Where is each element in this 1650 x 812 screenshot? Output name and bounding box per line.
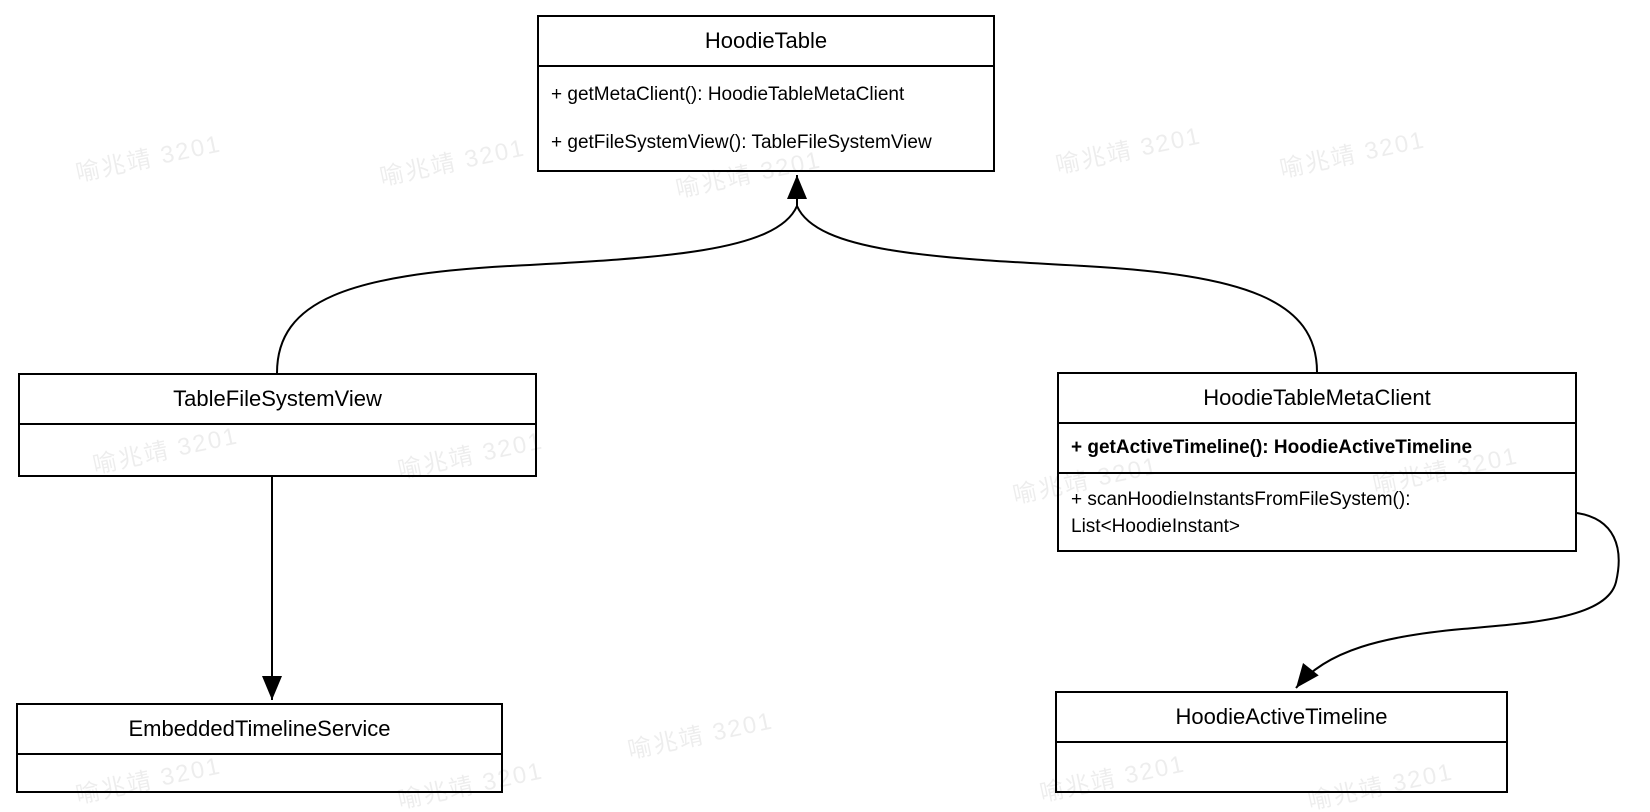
class-hoodieactivetimeline: HoodieActiveTimeline (1055, 691, 1508, 793)
edge-tablefilesystemview-to-hoodietable (276, 205, 798, 374)
watermark-text: 喻兆靖 3201 (625, 707, 776, 765)
class-hoodieactivetimeline-title: HoodieActiveTimeline (1057, 693, 1506, 743)
class-hoodieactivetimeline-members (1057, 743, 1506, 791)
class-embeddedtimelineservice: EmbeddedTimelineService (16, 703, 503, 793)
method-getfilesystemview: + getFileSystemView(): TableFileSystemVi… (551, 132, 932, 153)
watermark-text: 喻兆靖 3201 (377, 134, 528, 192)
class-tablefilesystemview: TableFileSystemView (18, 373, 537, 477)
watermark-text: 喻兆靖 3201 (1277, 126, 1428, 184)
class-hoodietablemetaclient-members-1: + getActiveTimeline(): HoodieActiveTimel… (1059, 424, 1575, 474)
class-tablefilesystemview-title: TableFileSystemView (20, 375, 535, 425)
class-embeddedtimelineservice-title: EmbeddedTimelineService (18, 705, 501, 755)
method-getmetaclient: + getMetaClient(): HoodieTableMetaClient (551, 84, 905, 105)
class-hoodietablemetaclient-title: HoodieTableMetaClient (1059, 374, 1575, 424)
class-hoodietablemetaclient-members-2: + scanHoodieInstantsFromFileSystem(): Li… (1059, 474, 1575, 550)
class-hoodietable: HoodieTable + getMetaClient(): HoodieTab… (537, 15, 995, 172)
class-hoodietable-title: HoodieTable (539, 17, 993, 67)
method-scanhoodieinstantsfromfilesystem: + scanHoodieInstantsFromFileSystem(): Li… (1071, 489, 1411, 537)
class-embeddedtimelineservice-members (18, 755, 501, 791)
watermark-text: 喻兆靖 3201 (1053, 122, 1204, 180)
class-hoodietable-members: + getMetaClient(): HoodieTableMetaClient… (539, 67, 993, 170)
method-getactivetimeline: + getActiveTimeline(): HoodieActiveTimel… (1071, 437, 1473, 458)
edge-hoodietablemetaclient-to-hoodietable (796, 205, 1318, 373)
watermark-text: 喻兆靖 3201 (73, 130, 224, 188)
class-tablefilesystemview-members (20, 425, 535, 475)
class-hoodietablemetaclient: HoodieTableMetaClient + getActiveTimelin… (1057, 372, 1577, 552)
